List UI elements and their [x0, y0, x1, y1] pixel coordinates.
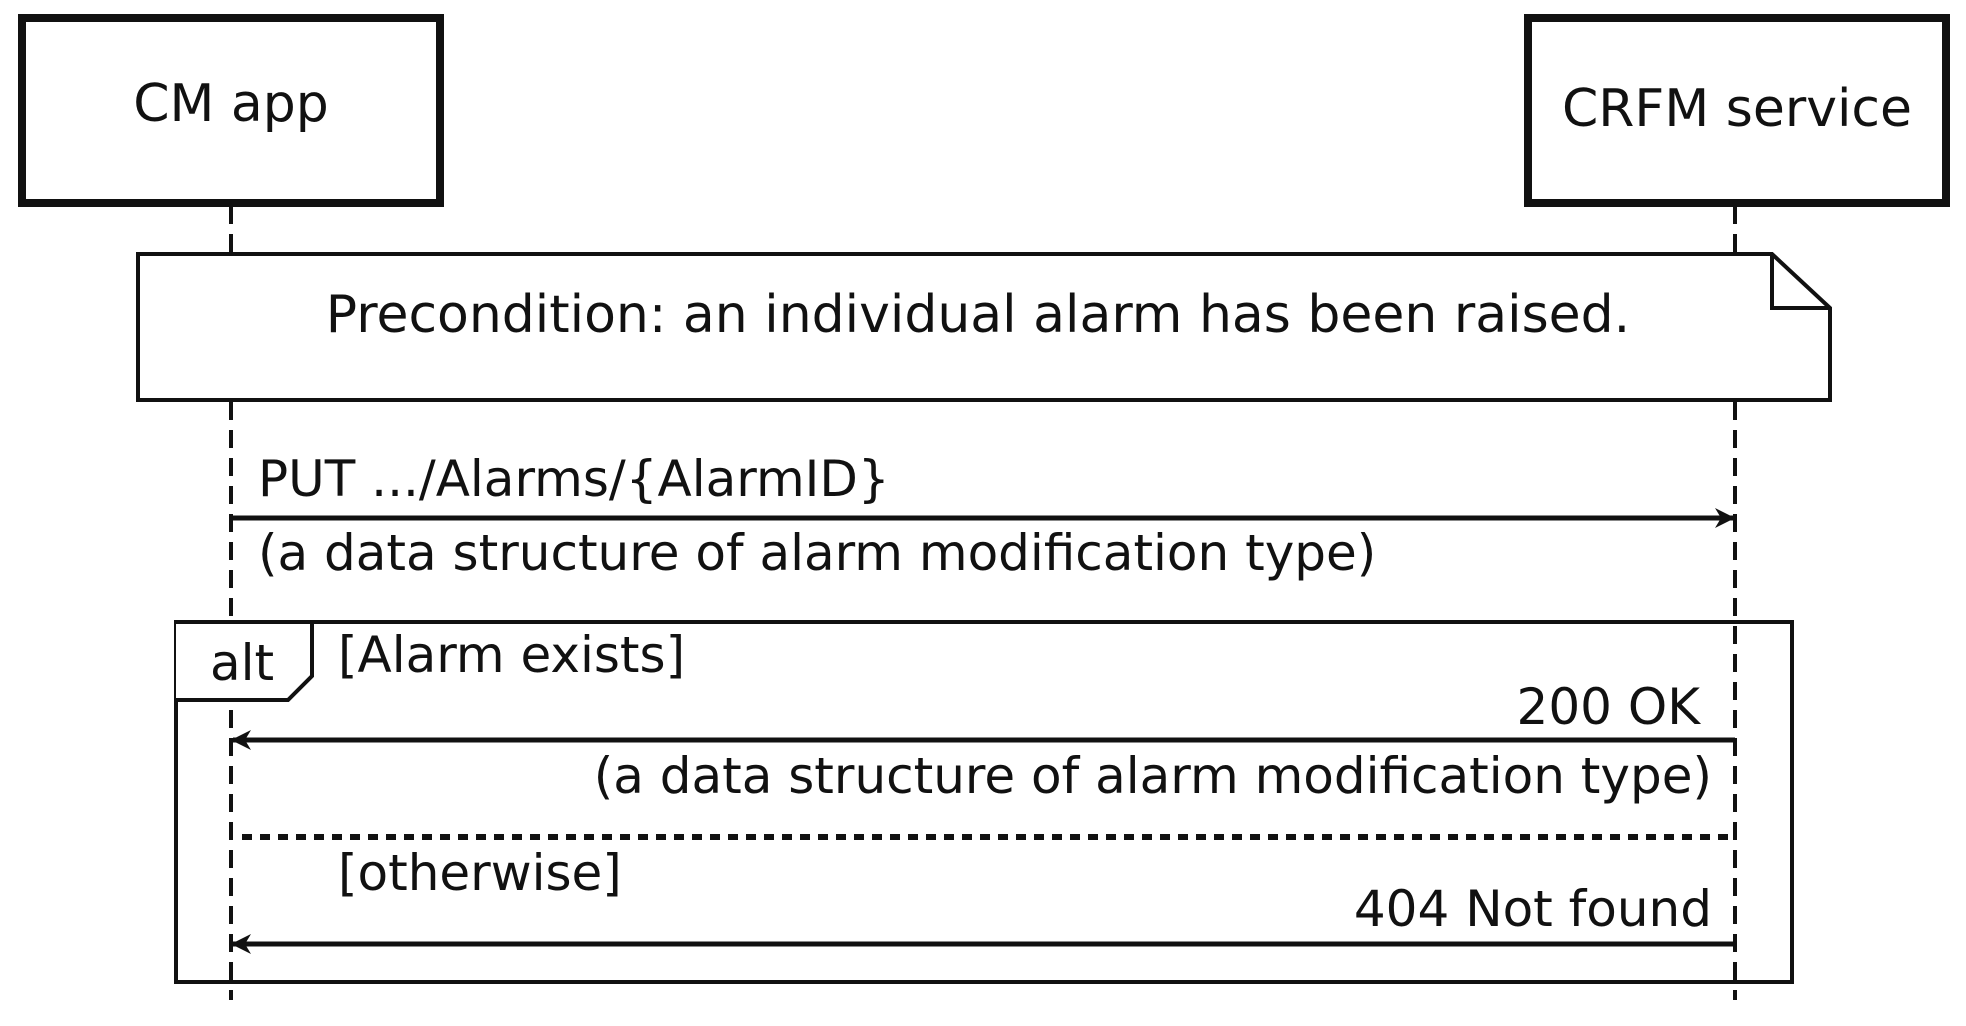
participant-cm-app: CM app	[18, 14, 444, 207]
alt-guard-otherwise: [otherwise]	[338, 844, 622, 902]
participant-cm-app-label: CM app	[133, 74, 329, 134]
response-200-payload: (a data structure of alarm modification …	[594, 747, 1712, 805]
alt-fragment-tag: alt	[210, 634, 274, 692]
message-put-label: PUT .../Alarms/{AlarmID}	[258, 450, 890, 508]
alt-fragment: alt [Alarm exists] 200 OK (a data struct…	[174, 620, 1794, 984]
precondition-note: Precondition: an individual alarm has be…	[136, 252, 1832, 402]
participant-crfm-service: CRFM service	[1524, 14, 1950, 207]
alt-fragment-tag-box	[176, 620, 314, 702]
participant-crfm-service-label: CRFM service	[1562, 79, 1912, 139]
response-404-label: 404 Not found	[1354, 880, 1712, 938]
response-200-label: 200 OK	[1517, 678, 1702, 736]
precondition-note-text: Precondition: an individual alarm has be…	[326, 285, 1630, 345]
message-put-alarm: PUT .../Alarms/{AlarmID} (a data structu…	[231, 450, 1735, 582]
message-put-payload: (a data structure of alarm modification …	[258, 524, 1376, 582]
alt-guard-alarm-exists: [Alarm exists]	[338, 626, 685, 684]
